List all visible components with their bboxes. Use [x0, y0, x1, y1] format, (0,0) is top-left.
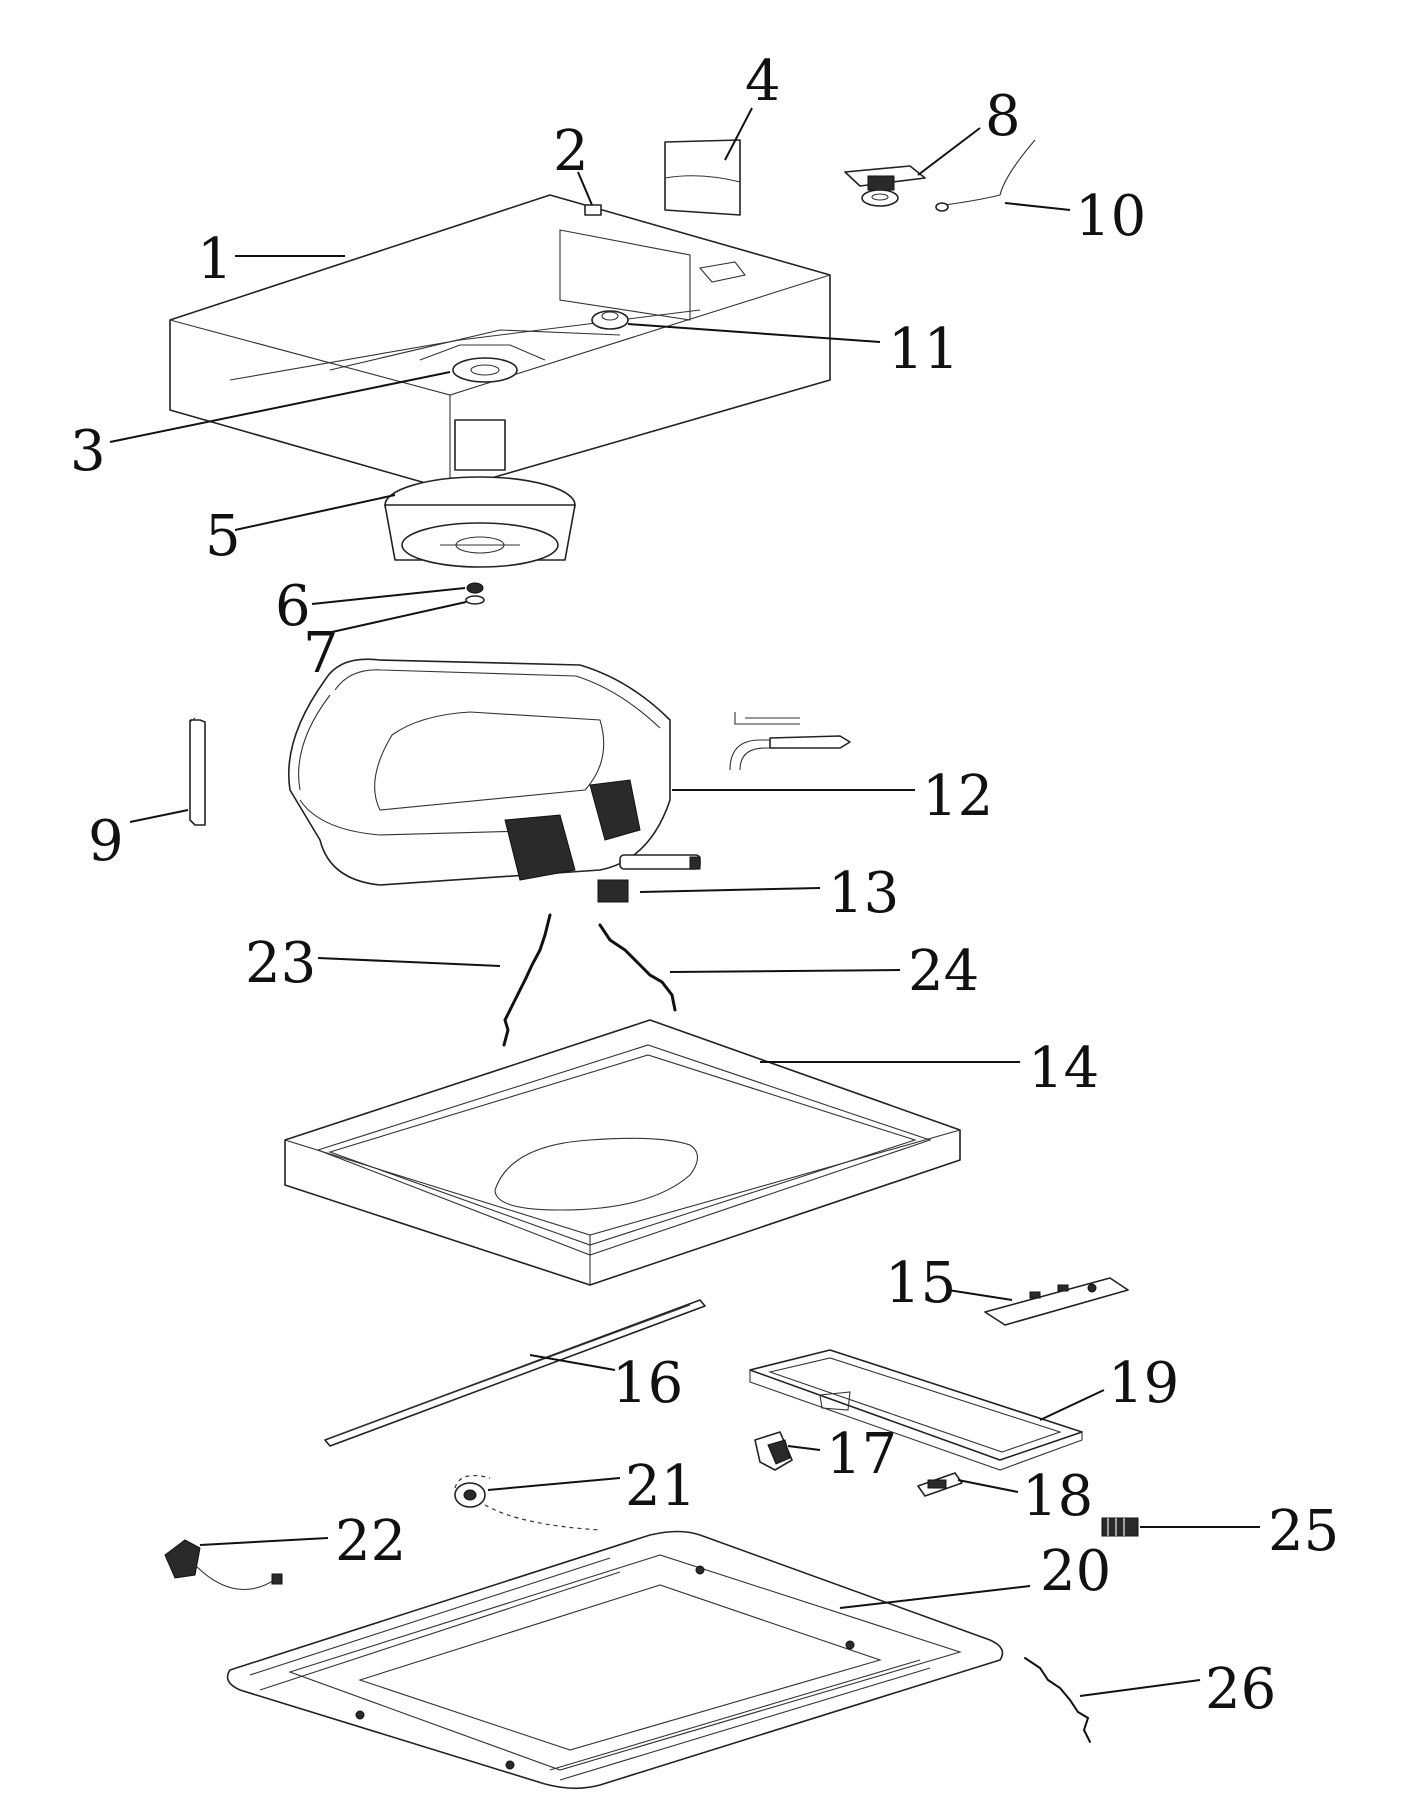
callout-4: 4 [745, 49, 781, 114]
callout-11: 11 [888, 317, 959, 382]
callout-12: 12 [922, 764, 993, 829]
part-8-bracket [844, 165, 926, 207]
leader-4 [724, 107, 753, 161]
leader-7 [331, 601, 467, 633]
callout-20: 20 [1040, 1539, 1111, 1604]
part-7-washer [465, 595, 485, 605]
leader-16 [529, 1354, 616, 1371]
callout-3: 3 [70, 419, 106, 484]
part-15-pcb [984, 1277, 1129, 1326]
part-1-housing [169, 194, 831, 491]
callout-1: 1 [197, 227, 233, 292]
callout-13: 13 [828, 861, 899, 926]
part-6-nut [466, 582, 484, 594]
leader-6 [311, 587, 466, 605]
callout-8: 8 [985, 84, 1021, 149]
leader-20 [839, 1585, 1031, 1609]
leader-22 [199, 1537, 329, 1546]
leader-17 [787, 1445, 821, 1451]
part-5-fan-ring [384, 419, 576, 568]
part-13-pipe-fitting [597, 854, 701, 903]
part-25-connector [1101, 1517, 1139, 1537]
part-14-panel-frame [284, 1019, 961, 1286]
callout-6: 6 [275, 574, 311, 639]
part-24-cable [598, 923, 677, 1012]
callout-19: 19 [1108, 1351, 1179, 1416]
callout-23: 23 [245, 931, 316, 996]
part-17-clip [754, 1431, 793, 1471]
part-22-motor [164, 1539, 283, 1591]
leader-15 [947, 1289, 1013, 1301]
leader-18 [957, 1479, 1019, 1493]
leader-13 [639, 887, 821, 893]
part-3-motor-hub [419, 344, 546, 383]
part-4-plate [664, 139, 741, 216]
callout-25: 25 [1268, 1499, 1339, 1564]
callout-21: 21 [625, 1454, 696, 1519]
callout-2: 2 [553, 119, 589, 184]
leader-23 [317, 957, 501, 967]
callout-16: 16 [612, 1351, 683, 1416]
leader-10 [1004, 202, 1071, 211]
leader-24 [669, 969, 901, 973]
part-18-terminal [917, 1472, 963, 1497]
part-16-rod [324, 1299, 706, 1447]
part-12-sensor-pipes [729, 712, 851, 771]
leader-3 [109, 371, 451, 443]
part-11-fitting [591, 310, 629, 330]
part-2-clip [584, 204, 602, 216]
part-12-coil [287, 658, 671, 886]
part-21-sensor [454, 1475, 601, 1531]
callout-5: 5 [205, 504, 241, 569]
part-10-sensor-wire [935, 139, 1036, 212]
callout-9: 9 [88, 809, 124, 874]
leader-5 [234, 494, 396, 531]
part-23-cable [502, 913, 552, 1047]
part-20-face-panel [226, 1530, 1004, 1790]
leader-8 [917, 127, 981, 176]
callout-26: 26 [1205, 1657, 1276, 1722]
callout-15: 15 [885, 1251, 956, 1316]
callout-18: 18 [1022, 1464, 1093, 1529]
callout-14: 14 [1028, 1036, 1099, 1101]
callout-24: 24 [908, 939, 979, 1004]
part-9-bracket [189, 717, 206, 826]
callout-10: 10 [1075, 184, 1146, 249]
part-26-wire [1024, 1657, 1091, 1743]
part-12-connector-block [504, 779, 641, 881]
leader-11 [627, 323, 881, 343]
leader-21 [487, 1477, 621, 1491]
leader-26 [1079, 1679, 1201, 1697]
callout-17: 17 [826, 1422, 897, 1487]
part-19-control-box [749, 1349, 1083, 1471]
leader-9 [129, 809, 189, 823]
callout-7: 7 [303, 621, 339, 686]
leader-2 [577, 171, 593, 206]
leader-lines [109, 107, 1260, 1697]
callout-22: 22 [335, 1509, 406, 1574]
callout-labels: 1 2 3 4 5 6 7 8 9 10 11 12 13 14 15 16 1… [70, 49, 1339, 1722]
leader-19 [1039, 1389, 1105, 1421]
